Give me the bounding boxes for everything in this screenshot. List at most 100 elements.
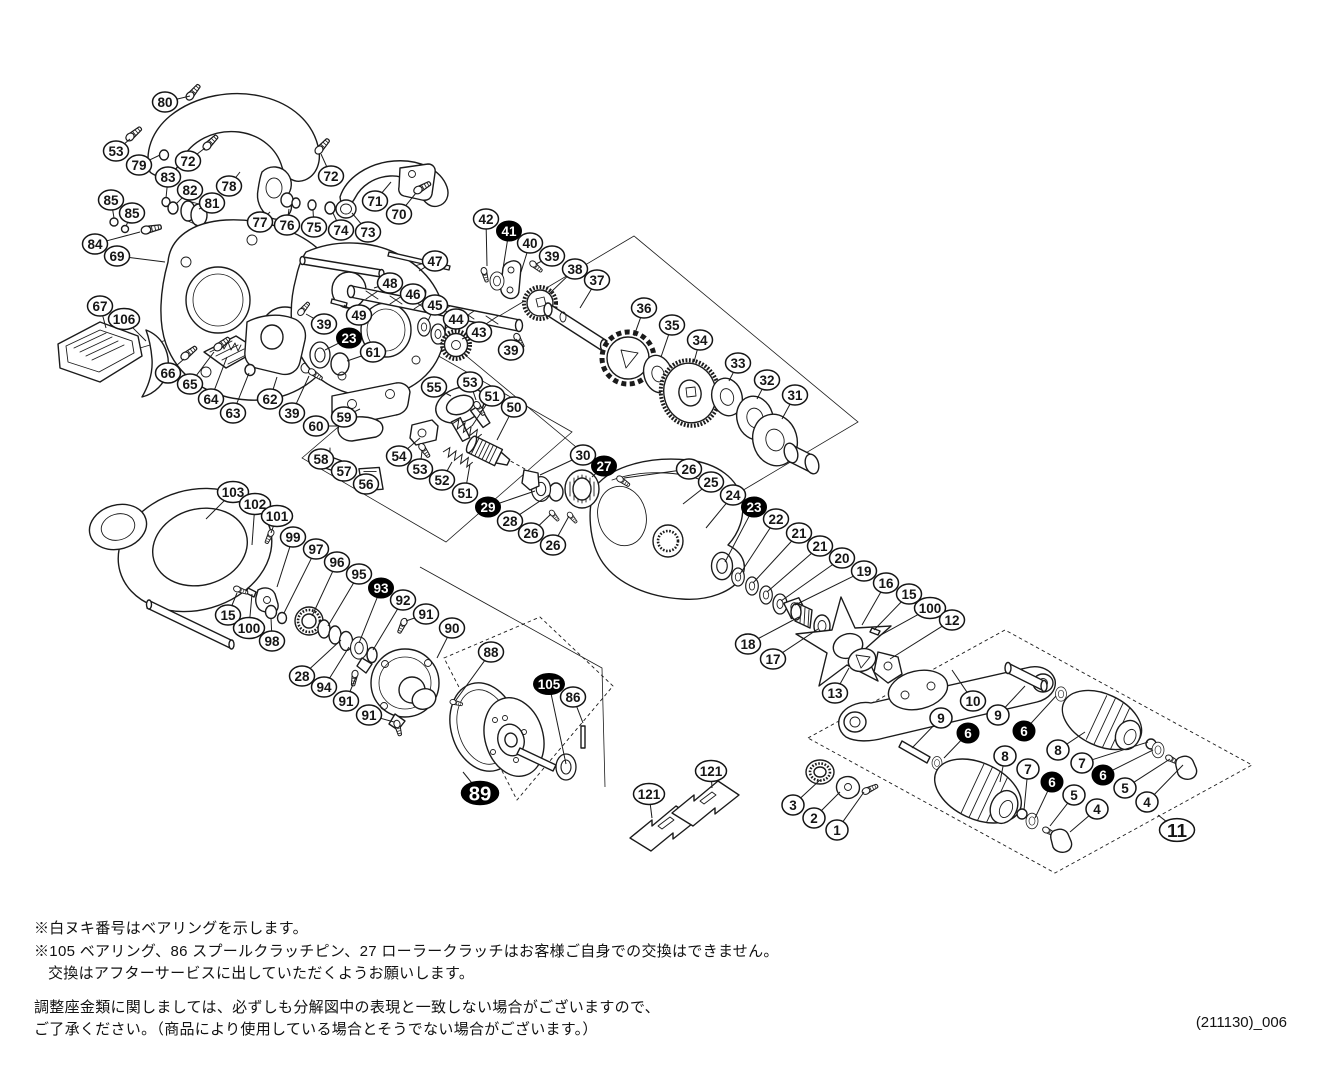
callout-38: 38 (561, 258, 589, 280)
svg-text:47: 47 (427, 254, 442, 269)
callout-53: 53 (102, 140, 130, 162)
svg-text:58: 58 (313, 452, 329, 467)
svg-text:102: 102 (244, 497, 267, 512)
handle-assembly (805, 661, 1198, 853)
svg-text:7: 7 (1078, 756, 1086, 771)
callout-59: 59 (330, 406, 358, 428)
callout-93-bearing: 93 (368, 577, 394, 599)
svg-text:44: 44 (448, 312, 464, 327)
callout-55: 55 (420, 376, 448, 398)
callout-7: 7 (1016, 758, 1040, 780)
svg-text:38: 38 (567, 262, 583, 277)
svg-text:71: 71 (367, 194, 383, 209)
svg-text:72: 72 (180, 154, 195, 169)
callout-26: 26 (539, 534, 567, 556)
callout-46: 46 (399, 283, 427, 305)
callout-45: 45 (421, 294, 449, 316)
callout-2: 2 (802, 807, 826, 829)
svg-text:19: 19 (856, 564, 871, 579)
callout-53: 53 (406, 458, 434, 480)
svg-text:49: 49 (351, 308, 366, 323)
svg-text:60: 60 (308, 419, 323, 434)
svg-text:4: 4 (1143, 795, 1151, 810)
callout-6-bearing: 6 (1012, 720, 1036, 742)
callout-28: 28 (288, 665, 316, 687)
svg-text:15: 15 (901, 587, 917, 602)
callout-39: 39 (278, 402, 306, 424)
svg-text:2: 2 (810, 811, 818, 826)
svg-text:96: 96 (329, 555, 345, 570)
svg-text:53: 53 (462, 375, 478, 390)
svg-text:106: 106 (113, 312, 136, 327)
svg-text:9: 9 (994, 708, 1002, 723)
svg-text:91: 91 (418, 607, 434, 622)
callout-29-bearing: 29 (475, 496, 501, 518)
callout-64: 64 (197, 388, 225, 410)
svg-text:65: 65 (182, 377, 198, 392)
svg-text:26: 26 (681, 462, 697, 477)
clutch-yoke-parts (324, 386, 511, 492)
callout-30: 30 (569, 444, 597, 466)
callout-44: 44 (442, 308, 470, 330)
palm-cover-parts (88, 487, 288, 650)
callout-106: 106 (107, 307, 141, 331)
callout-78: 78 (215, 175, 243, 197)
callout-84: 84 (81, 233, 109, 255)
svg-text:105: 105 (538, 677, 561, 692)
svg-text:35: 35 (664, 318, 680, 333)
svg-text:99: 99 (285, 530, 300, 545)
callout-32: 32 (753, 369, 781, 391)
svg-text:9: 9 (937, 711, 945, 726)
callout-102: 102 (238, 492, 272, 516)
callout-19: 19 (850, 560, 878, 582)
callout-61: 61 (359, 341, 387, 363)
svg-text:75: 75 (306, 220, 322, 235)
callout-47: 47 (421, 250, 449, 272)
callout-92: 92 (389, 589, 417, 611)
svg-text:13: 13 (827, 686, 843, 701)
callout-75: 75 (300, 216, 328, 238)
callout-79: 79 (125, 154, 153, 176)
callout-99: 99 (279, 526, 307, 548)
callout-66: 66 (154, 362, 182, 384)
svg-text:23: 23 (746, 500, 762, 515)
svg-text:15: 15 (220, 608, 236, 623)
callout-103: 103 (216, 480, 250, 504)
callout-85: 85 (118, 202, 146, 224)
callout-15: 15 (214, 604, 242, 626)
callout-39: 39 (310, 313, 338, 335)
callout-91: 91 (412, 603, 440, 625)
svg-text:121: 121 (638, 787, 661, 802)
svg-text:5: 5 (1121, 781, 1129, 796)
svg-text:79: 79 (131, 158, 146, 173)
main-body (521, 458, 746, 600)
callout-21: 21 (785, 522, 813, 544)
callout-72: 72 (317, 165, 345, 187)
spool-assembly (448, 682, 586, 781)
svg-text:29: 29 (480, 500, 495, 515)
callout-51: 51 (451, 482, 479, 504)
svg-text:50: 50 (506, 400, 521, 415)
svg-text:5: 5 (1070, 788, 1078, 803)
svg-text:100: 100 (238, 621, 261, 636)
callout-17: 17 (759, 648, 787, 670)
callout-43: 43 (465, 321, 493, 343)
callout-5: 5 (1113, 777, 1137, 799)
callout-89-bearing: 89 (460, 780, 500, 805)
svg-text:76: 76 (279, 218, 295, 233)
svg-text:34: 34 (692, 333, 708, 348)
note-service-request: 交換はアフターサービスに出していただくようお願いします。 (48, 965, 475, 982)
callout-57: 57 (330, 460, 358, 482)
callout-39: 39 (497, 339, 525, 361)
svg-text:97: 97 (308, 542, 323, 557)
callout-95: 95 (345, 563, 373, 585)
svg-text:39: 39 (503, 343, 518, 358)
svg-text:77: 77 (252, 215, 267, 230)
callout-72: 72 (174, 150, 202, 172)
callout-8: 8 (993, 745, 1017, 767)
callout-58: 58 (307, 448, 335, 470)
svg-text:74: 74 (333, 223, 349, 238)
svg-text:20: 20 (834, 551, 849, 566)
svg-text:95: 95 (351, 567, 367, 582)
svg-text:90: 90 (444, 621, 459, 636)
